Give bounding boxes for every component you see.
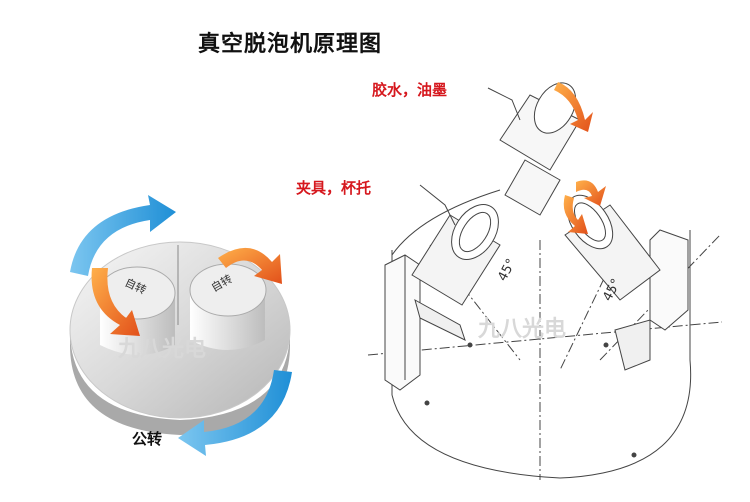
diagram-title: 真空脱泡机原理图 xyxy=(198,32,383,57)
watermark-left: 九八光电 xyxy=(117,337,206,362)
rotation-arrow-lower-2-icon xyxy=(563,195,588,234)
rotation-arrow-upper-icon xyxy=(554,82,593,132)
revolution-label: 公转 xyxy=(132,430,163,448)
rotation-arrow-lower-icon xyxy=(576,180,606,206)
left-illustration: 自转 自转 九八光电 xyxy=(69,195,292,456)
rotation-arrow-right-icon xyxy=(218,247,282,284)
left-cup xyxy=(98,266,176,355)
fixture-label: 夹具，杯托 xyxy=(296,179,372,197)
rotation-arrow-left-icon xyxy=(91,268,140,336)
revolution-arrow-top-icon xyxy=(70,195,176,276)
revolution-arrow-bottom-icon xyxy=(178,370,292,456)
glue-label: 胶水，油墨 xyxy=(372,81,448,99)
right-drawing xyxy=(367,82,723,480)
angle-label-left: 45° xyxy=(495,256,519,283)
right-cup xyxy=(189,263,267,350)
watermark-right: 九八光电 xyxy=(477,317,566,342)
